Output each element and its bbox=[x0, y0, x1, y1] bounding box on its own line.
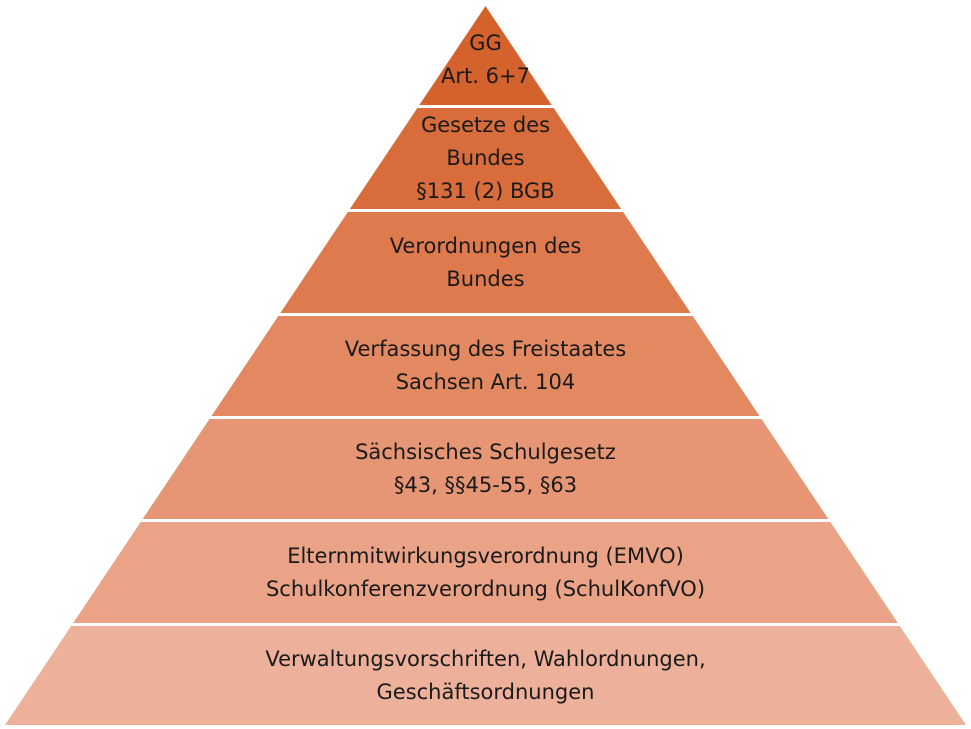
pyramid-tier-schulgesetz bbox=[142, 419, 829, 519]
pyramid-tier-bundesgesetze bbox=[349, 108, 622, 209]
pyramid-tier-verordnungen bbox=[73, 522, 898, 623]
pyramid-tier-verwaltungsvorschriften bbox=[5, 626, 966, 725]
pyramid-tier-bundesverordnungen bbox=[280, 212, 691, 313]
pyramid-tier-landesverfassung bbox=[211, 316, 760, 416]
pyramid-tier-gg bbox=[419, 6, 552, 105]
